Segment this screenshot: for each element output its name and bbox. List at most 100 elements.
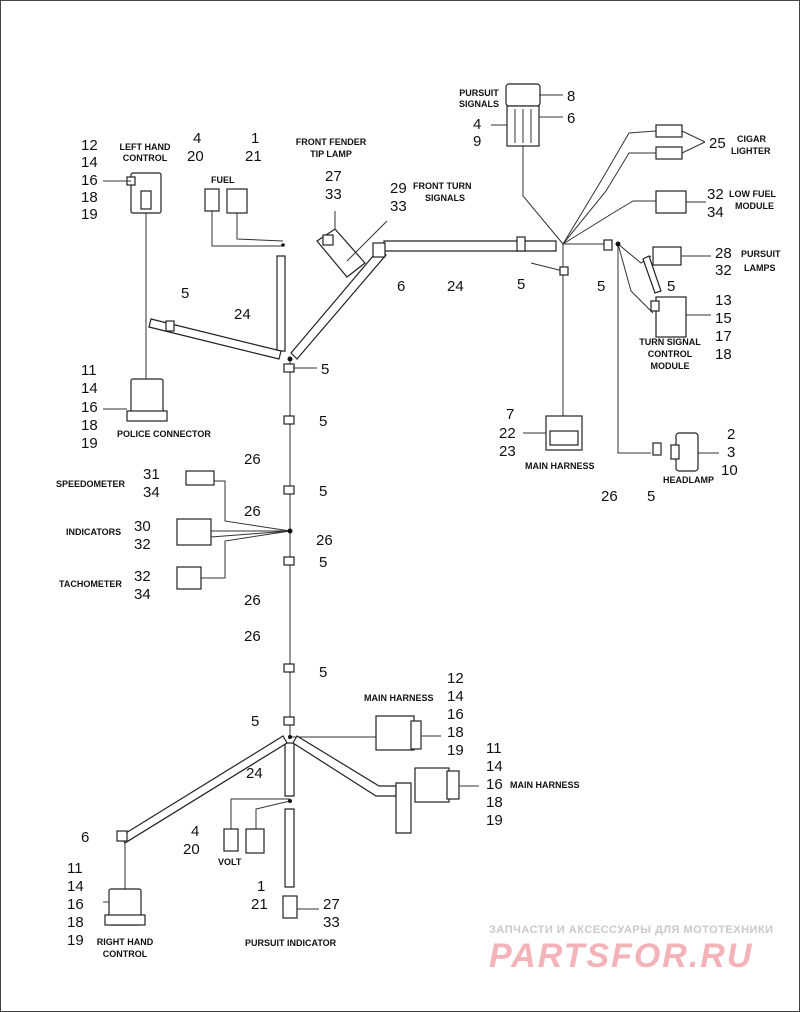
main-harness-top-connector <box>545 415 583 451</box>
callout: 5 <box>517 276 525 293</box>
callout: 5 <box>667 278 675 295</box>
label-indicators: INDICATORS <box>66 527 121 537</box>
turn-signal-module-connector <box>650 296 687 338</box>
callout: 19 <box>486 812 503 829</box>
pursuit-signals-wire <box>522 146 564 245</box>
callout: 5 <box>181 285 189 302</box>
label-volt: VOLT <box>218 857 242 867</box>
callout: 4 <box>473 116 481 133</box>
callout: 18 <box>67 914 84 931</box>
police-connector-body <box>126 378 168 422</box>
callout: 5 <box>319 664 327 681</box>
watermark: ЗАПЧАСТИ И АКСЕССУАРЫ ДЛЯ МОТОТЕХНИКИ PA… <box>489 924 774 975</box>
label-tip-lamp-2: TIP LAMP <box>310 149 352 159</box>
callout: 33 <box>325 186 342 203</box>
pursuit-indicator-connector <box>282 895 298 919</box>
callout: 5 <box>321 361 329 378</box>
pursuit-signals-connector <box>505 83 541 147</box>
left-diagonal-sheath <box>148 318 282 360</box>
callout: 11 <box>81 362 97 379</box>
main-harness-mid-connector <box>375 715 422 751</box>
tachometer-connector <box>176 566 202 590</box>
callout: 18 <box>486 794 503 811</box>
callout: 24 <box>447 278 464 295</box>
callout: 1 <box>251 130 259 147</box>
sheaths <box>120 240 662 888</box>
label-main-harness-top: MAIN HARNESS <box>525 461 595 471</box>
label-main-harness-right: MAIN HARNESS <box>510 780 580 790</box>
volt-connector-left <box>223 828 239 852</box>
callout: 6 <box>567 110 575 127</box>
callout: 11 <box>486 740 502 757</box>
callout: 18 <box>81 417 98 434</box>
callout: 32 <box>134 568 151 585</box>
clip <box>116 830 128 842</box>
callout: 1 <box>257 878 265 895</box>
headlamp-connector <box>670 432 699 472</box>
label-cigar-lighter-1: CIGAR <box>737 134 767 144</box>
component-labels: LEFT HAND CONTROL FUEL FRONT FENDER TIP … <box>56 88 781 959</box>
label-front-turn-1: FRONT TURN <box>413 181 472 191</box>
upper-24-mid-sheath <box>383 240 557 252</box>
label-pursuit-signals-1: PURSUIT <box>459 88 499 98</box>
label-turn-module-1: TURN SIGNAL <box>639 337 701 347</box>
label-headlamp: HEADLAMP <box>663 475 714 485</box>
front-turn-connector <box>372 242 386 258</box>
callout: 28 <box>715 245 732 262</box>
callout: 26 <box>244 628 261 645</box>
callout: 26 <box>244 451 261 468</box>
callout: 24 <box>246 765 263 782</box>
callout: 16 <box>81 399 98 416</box>
right-control-sheath <box>120 735 288 844</box>
callout: 8 <box>567 88 575 105</box>
clip <box>516 236 526 252</box>
callout: 25 <box>709 135 726 152</box>
clip <box>165 320 175 332</box>
callout: 5 <box>319 483 327 500</box>
callout: 21 <box>251 896 268 913</box>
callout: 20 <box>187 148 204 165</box>
clip <box>283 363 295 373</box>
callout: 32 <box>715 262 732 279</box>
cigar-wire-2 <box>562 152 656 245</box>
clip <box>283 663 295 673</box>
callout: 21 <box>245 148 262 165</box>
callout: 16 <box>81 172 98 189</box>
callout: 34 <box>134 586 151 603</box>
label-pursuit-indicator: PURSUIT INDICATOR <box>245 938 337 948</box>
turn-module-wire <box>617 243 654 314</box>
callout: 27 <box>323 896 340 913</box>
callout: 10 <box>721 462 738 479</box>
callout: 4 <box>193 130 201 147</box>
label-front-turn-2: SIGNALS <box>425 193 465 203</box>
callout: 29 <box>390 180 407 197</box>
pursuit-lamps-connector <box>652 246 682 266</box>
callout: 32 <box>134 536 151 553</box>
callout: 19 <box>67 932 84 949</box>
watermark-tagline: ЗАПЧАСТИ И АКСЕССУАРЫ ДЛЯ МОТОТЕХНИКИ <box>489 924 774 936</box>
pursuit-indicator-sheath <box>284 808 295 888</box>
label-tip-lamp-1: FRONT FENDER <box>296 137 367 147</box>
clip <box>283 415 295 425</box>
fuel-connector-left <box>204 188 220 212</box>
label-tachometer: TACHOMETER <box>59 579 122 589</box>
callout: 12 <box>447 670 464 687</box>
callout: 27 <box>325 168 342 185</box>
callout: 18 <box>715 346 732 363</box>
callout: 20 <box>183 841 200 858</box>
clip <box>603 239 613 251</box>
callout: 26 <box>316 532 333 549</box>
label-fuel: FUEL <box>211 175 235 185</box>
callout: 5 <box>597 278 605 295</box>
volt-wire-right <box>255 800 291 829</box>
callout: 26 <box>244 592 261 609</box>
label-left-hand-control-2: CONTROL <box>123 153 168 163</box>
label-right-hand-control-1: RIGHT HAND <box>97 937 154 947</box>
speedometer-connector <box>185 470 215 486</box>
callout: 5 <box>251 713 259 730</box>
callout: 34 <box>143 484 160 501</box>
junction-dot <box>287 356 293 362</box>
callout: 14 <box>81 380 98 397</box>
